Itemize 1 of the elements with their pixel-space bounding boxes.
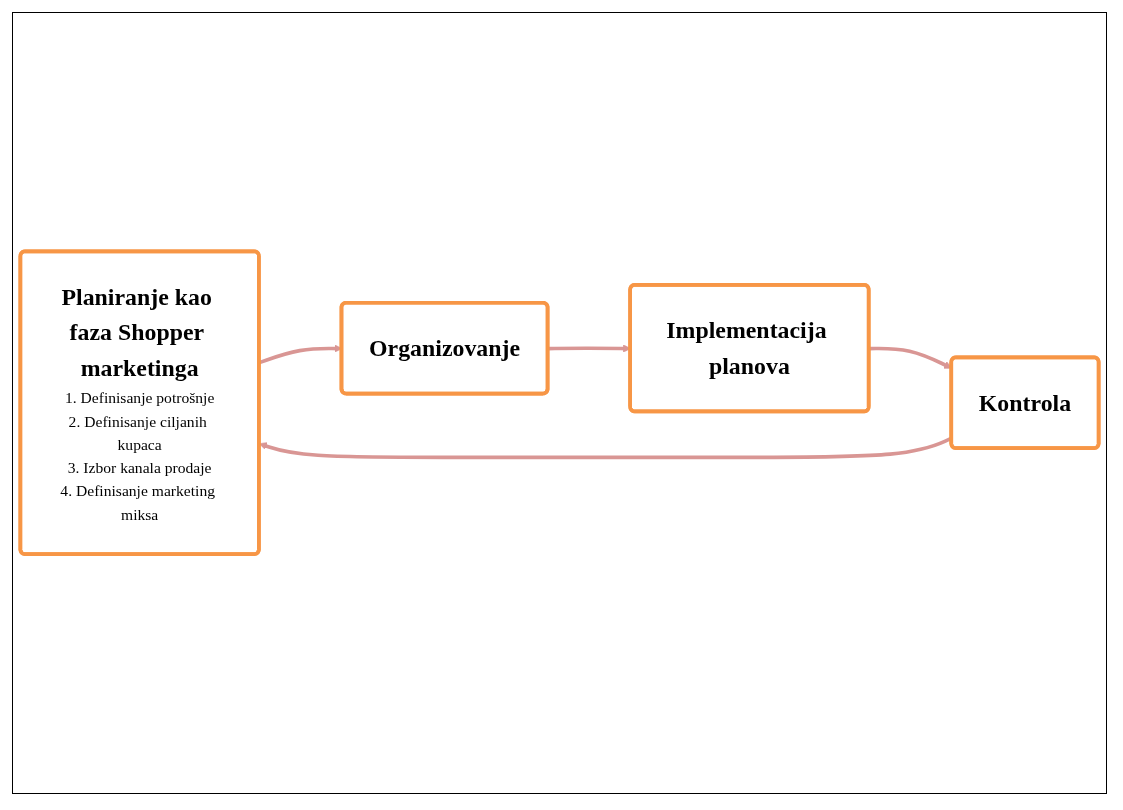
page-frame: Planiranje kao faza Shopper marketinga 1. Definisanje potrošnje 2. Definisanje ciljanih kupaca 3. Izbor kanala prodaje 4. Definisanje marketing miksa Organizovanje Implementacija planova Kontrola <box>12 12 1107 794</box>
